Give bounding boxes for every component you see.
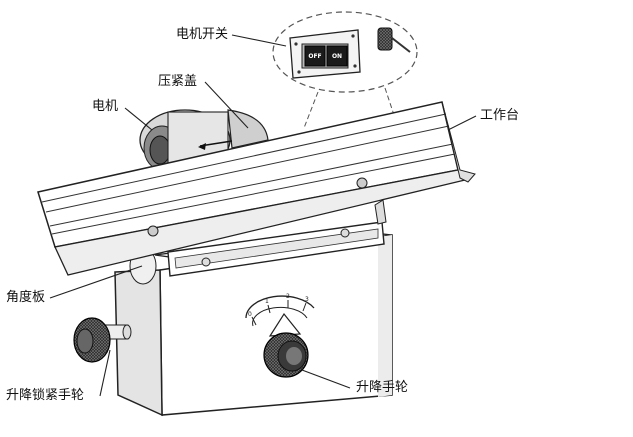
lift-lock-handwheel[interactable] <box>73 317 132 363</box>
cable-gland <box>377 27 411 53</box>
dial-tick-3: 3 <box>305 296 309 303</box>
label-angle-plate: 角度板 <box>6 290 46 305</box>
on-button-label: ON <box>332 53 342 60</box>
off-button-label: OFF <box>308 53 321 60</box>
dial-tick-1: 1 <box>265 298 269 305</box>
motor <box>139 109 231 171</box>
label-gland-cover: 压紧盖 <box>158 74 198 89</box>
on-button[interactable]: ON <box>326 45 348 67</box>
label-motor-switch: 电机开关 <box>176 27 229 42</box>
label-worktable: 工作台 <box>480 108 520 123</box>
dial: 0 1 2 3 <box>245 293 315 337</box>
lift-handwheel[interactable] <box>263 332 309 378</box>
label-lift-lock-wheel: 升降锁紧手轮 <box>6 388 85 403</box>
leader-lines <box>49 34 477 397</box>
label-lift-wheel: 升降手轮 <box>356 380 409 395</box>
dial-tick-0: 0 <box>248 311 252 318</box>
label-motor: 电机 <box>92 99 119 114</box>
dial-tick-2: 2 <box>286 293 290 300</box>
worktable <box>37 101 476 276</box>
off-button[interactable]: OFF <box>304 45 326 67</box>
